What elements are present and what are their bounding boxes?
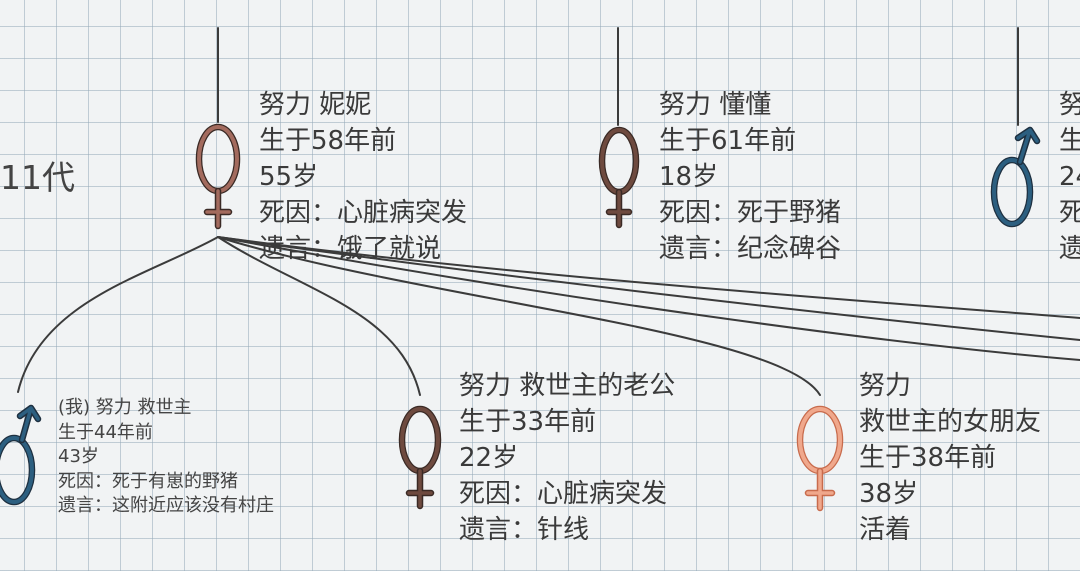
person-born: 生于33年前 [459, 407, 597, 437]
female-symbol-icon[interactable] [193, 122, 243, 230]
person-last-words: 遗言：这附近应该没有村庄 [58, 495, 274, 516]
parent-card-dongdong[interactable]: 努力 懂懂 生于61年前 18岁 死因：死于野猪 遗言：纪念碑谷 [659, 87, 841, 267]
person-born: 生于44年前 [58, 421, 153, 443]
person-name: (我) 努力 救世主 [58, 397, 192, 418]
person-age: 43岁 [58, 446, 99, 467]
person-name: 努力 妮妮 [259, 90, 372, 120]
male-symbol-icon[interactable] [0, 402, 44, 506]
child-link-girlfriend [217, 236, 821, 396]
person-age: 18岁 [659, 162, 719, 192]
child-link-me [17, 236, 219, 393]
parent-card-nini[interactable]: 努力 妮妮 生于58年前 55岁 死因：心脏病突发 遗言：饿了就说 [259, 87, 467, 267]
person-status: 活着 [859, 515, 912, 545]
person-name: 努 [1059, 90, 1080, 120]
male-symbol-icon[interactable] [990, 124, 1042, 230]
person-born: 生于58年前 [259, 126, 397, 156]
person-death-cause: 死因：死于野猪 [659, 198, 842, 228]
child-link-offscreen-2 [217, 236, 1080, 341]
person-born: 生 [1059, 126, 1080, 156]
person-death-cause: 死因：死于有崽的野猪 [58, 470, 238, 492]
person-death-cause: 死因：心脏病突发 [259, 198, 468, 228]
female-symbol-icon[interactable] [396, 404, 444, 510]
child-link-offscreen-1 [217, 236, 1080, 319]
person-age: 22岁 [459, 443, 519, 473]
child-card-girlfriend[interactable]: 努力 救世主的女朋友 生于38年前 38岁 活着 [859, 368, 1041, 548]
generation-label: 11代 [0, 158, 75, 197]
person-born: 生于61年前 [659, 126, 797, 156]
person-death-cause: 死因：心脏病突发 [459, 479, 668, 509]
person-name: 努力 [859, 371, 912, 401]
parent-card-third[interactable]: 努 生 24 死 遗 [1059, 87, 1080, 267]
person-age: 38岁 [859, 479, 919, 509]
person-age: 55岁 [259, 162, 319, 192]
person-age: 24 [1059, 162, 1080, 192]
female-symbol-icon[interactable] [794, 404, 846, 512]
person-last-words: 遗言：纪念碑谷 [659, 234, 842, 264]
child-card-me[interactable]: (我) 努力 救世主 生于44年前 43岁 死因：死于有崽的野猪 遗言：这附近应… [58, 396, 274, 519]
child-link-husband [217, 236, 421, 396]
person-born: 生于38年前 [859, 443, 997, 473]
person-name-2: 救世主的女朋友 [859, 407, 1042, 437]
female-symbol-icon[interactable] [596, 125, 642, 229]
child-card-husband[interactable]: 努力 救世主的老公 生于33年前 22岁 死因：心脏病突发 遗言：针线 [459, 368, 675, 548]
child-link-offscreen-3 [217, 236, 1080, 361]
person-name: 努力 救世主的老公 [459, 371, 676, 401]
person-name: 努力 懂懂 [659, 90, 772, 120]
person-last-words: 遗言：饿了就说 [259, 234, 442, 264]
person-death-cause: 死 [1059, 198, 1080, 228]
person-last-words: 遗 [1059, 234, 1080, 264]
person-last-words: 遗言：针线 [459, 515, 590, 545]
